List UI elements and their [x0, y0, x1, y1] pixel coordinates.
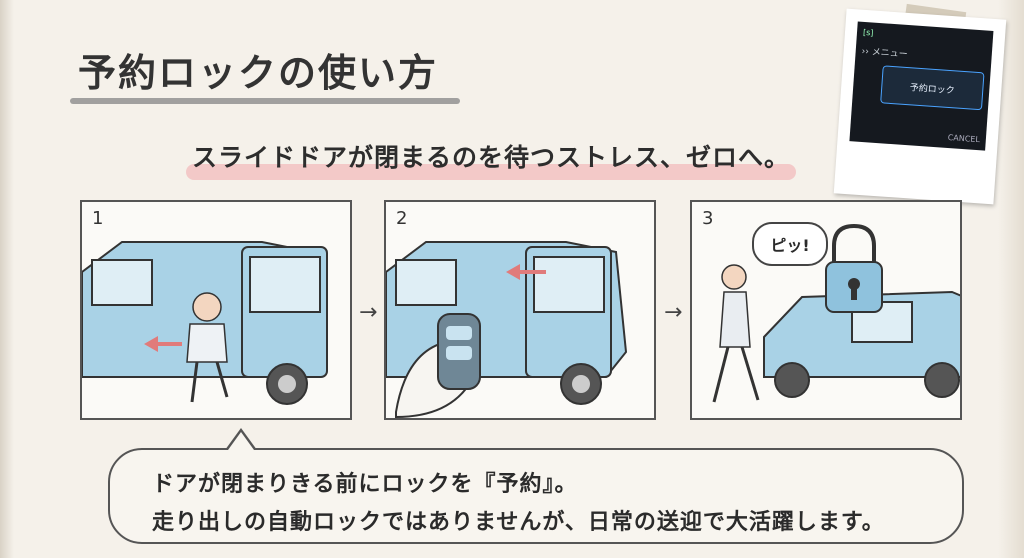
- reserve-lock-button[interactable]: 予約ロック: [880, 65, 985, 111]
- key-fob-icon: [395, 313, 481, 418]
- display-status: [s]: [862, 27, 874, 38]
- page-title: 予約ロックの使い方: [78, 51, 439, 95]
- left-arrow-icon: [144, 336, 182, 352]
- notebook-spine: [0, 0, 14, 558]
- step-panel-1: 1: [80, 200, 352, 420]
- subtitle-block: スライドドアが閉まるのを待つストレス、ゼロへ。: [186, 138, 796, 180]
- explanation-line-1: ドアが閉まりきる前にロックを『予約』。: [152, 472, 578, 497]
- menu-text: メニュー: [871, 47, 908, 61]
- subtitle: スライドドアが閉まるのを待つストレス、ゼロへ。: [192, 143, 791, 172]
- step2-illustration: [386, 241, 628, 418]
- beep-speech-bubble: ピッ!: [752, 222, 828, 266]
- bubble-tail-fill: [228, 432, 254, 450]
- title-underline: [70, 98, 460, 104]
- next-arrow-icon: →: [359, 300, 378, 325]
- van-icon: [82, 241, 328, 405]
- person-icon: [712, 264, 760, 403]
- child-icon: [186, 292, 229, 403]
- subtitle-highlight: [186, 164, 796, 180]
- page-edge: [998, 0, 1024, 558]
- van-icon: [763, 290, 960, 398]
- padlock-icon: [825, 223, 883, 313]
- step-number: 3: [702, 208, 714, 229]
- car-display: [s] ›› メニュー 予約ロック CANCEL: [849, 21, 994, 151]
- explanation-line-2: 走り出しの自動ロックではありませんが、日常の送迎で大活躍します。: [152, 510, 885, 535]
- step-number: 2: [396, 208, 408, 229]
- step-number: 1: [92, 208, 104, 229]
- step-panel-2: 2: [384, 200, 656, 420]
- step3-illustration: [712, 223, 960, 403]
- display-menu-label: ›› メニュー: [861, 46, 908, 61]
- screen-photo: [s] ›› メニュー 予約ロック CANCEL: [833, 8, 1007, 205]
- step1-illustration: [82, 241, 328, 405]
- cancel-label: CANCEL: [947, 133, 981, 145]
- explanation-bubble: [108, 448, 964, 544]
- next-arrow-icon: →: [664, 300, 683, 325]
- right-arrow-icon: [506, 264, 546, 280]
